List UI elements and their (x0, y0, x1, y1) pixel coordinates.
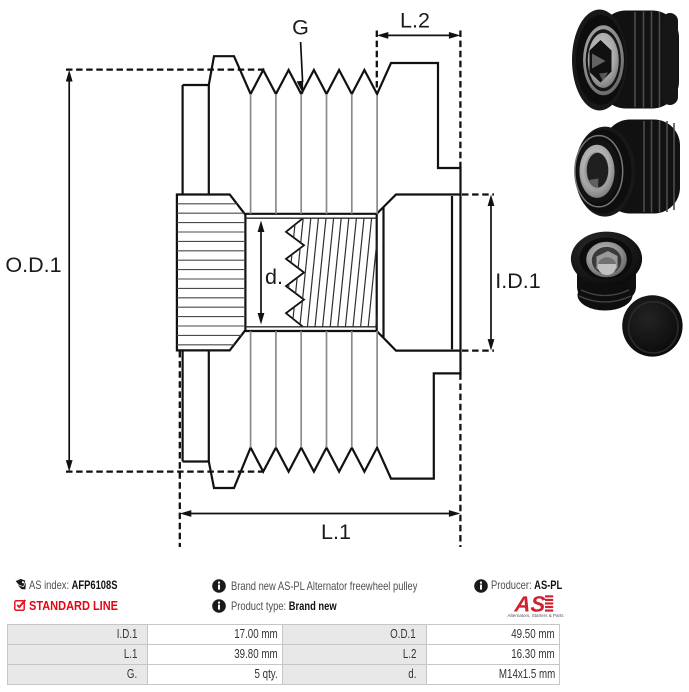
svg-text:Alternators, Starters & Parts: Alternators, Starters & Parts (507, 613, 564, 618)
svg-text:O.D.1: O.D.1 (5, 253, 61, 277)
svg-text:I.D.1: I.D.1 (495, 269, 540, 293)
svg-text:L.2: L.2 (400, 9, 430, 33)
svg-text:AS: AS (513, 594, 547, 617)
svg-text:G: G (292, 16, 309, 40)
svg-text:L.1: L.1 (321, 520, 351, 544)
svg-text:d.: d. (265, 265, 283, 289)
